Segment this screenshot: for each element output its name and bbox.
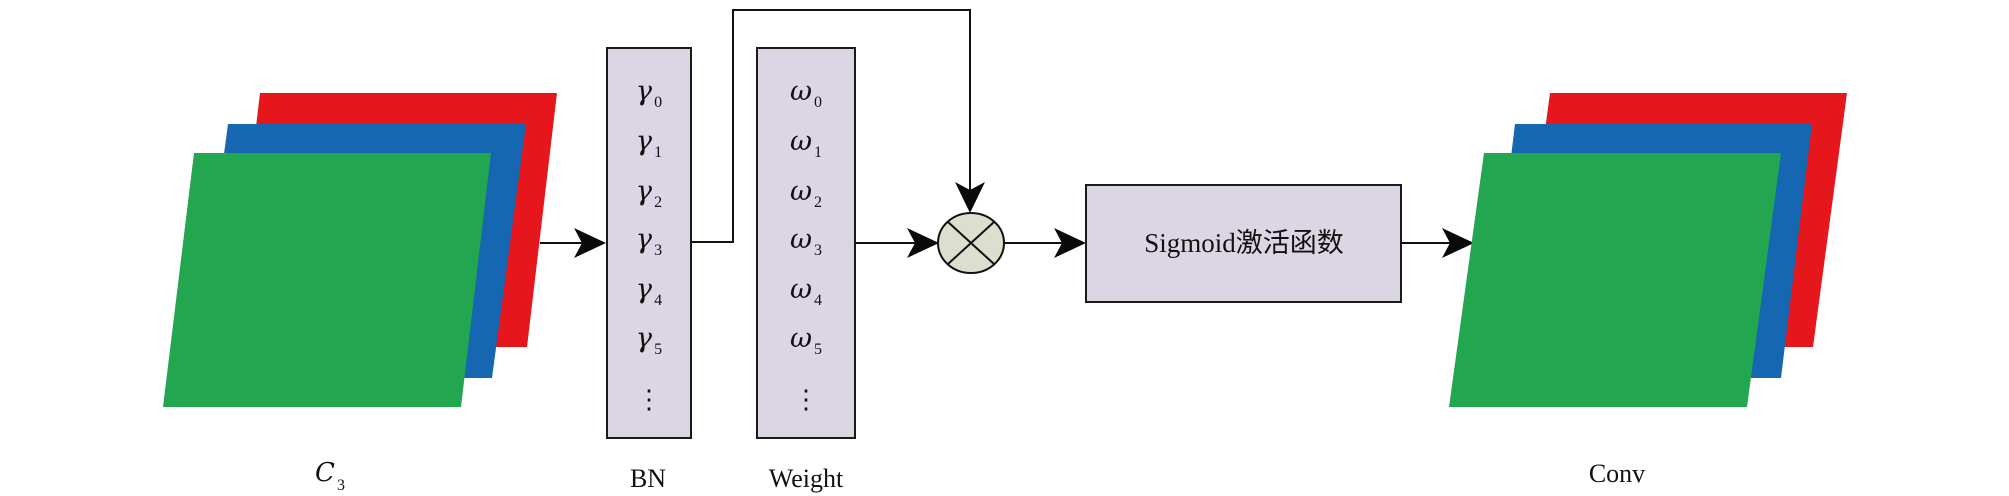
output-stack-label: Conv (1589, 459, 1645, 488)
bn-item-symbol: γ (636, 76, 653, 107)
bn-item-symbol: γ (636, 224, 653, 255)
bn-item-symbol: γ (636, 323, 653, 354)
input-layer-green (163, 153, 491, 407)
sigmoid-label: Sigmoid激活函数 (1144, 228, 1344, 258)
weight-item-symbol: ω (790, 76, 812, 107)
multiply-node (937, 212, 1005, 274)
weight-item-subscript: 4 (814, 292, 822, 309)
skip-connection-bn-to-multiply (691, 9, 985, 243)
bn-item-subscript: 3 (654, 242, 662, 259)
sigmoid-activation-block: Sigmoid激活函数 (1085, 184, 1402, 303)
arrowhead-icon (955, 182, 985, 213)
input-stack-label-subscript: 3 (337, 477, 345, 494)
weight-item-subscript: 5 (814, 341, 822, 358)
arrowhead-icon (574, 228, 606, 258)
arrow-input-to-bn (540, 228, 606, 258)
bn-label: BN (630, 464, 666, 493)
bn-ellipsis: ⋮ (636, 385, 662, 414)
weight-box (756, 47, 856, 439)
weight-item-subscript: 0 (814, 94, 822, 111)
output-layer-green (1449, 153, 1781, 407)
weight-item-subscript: 3 (814, 242, 822, 259)
arrow-sigmoid-to-output (1401, 228, 1474, 258)
arrow-multiply-to-sigmoid (1004, 228, 1086, 258)
bn-item-subscript: 0 (654, 94, 662, 111)
weight-ellipsis: ⋮ (793, 385, 819, 414)
bn-item-subscript: 4 (654, 292, 662, 309)
weight-item-symbol: ω (790, 274, 812, 305)
output-feature-stack (1449, 93, 1847, 407)
bn-item-subscript: 1 (654, 144, 662, 161)
arrowhead-icon (1054, 228, 1086, 258)
bn-box (606, 47, 692, 439)
sigmoid-box (1085, 184, 1402, 303)
arrowhead-icon (1442, 228, 1474, 258)
weight-item-symbol: ω (790, 126, 812, 157)
arrowhead-icon (907, 228, 939, 258)
arrow-weight-to-multiply (855, 228, 939, 258)
bn-item-symbol: γ (636, 126, 653, 157)
weight-label: Weight (769, 464, 844, 493)
weight-item-subscript: 2 (814, 194, 822, 211)
weight-item-subscript: 1 (814, 144, 822, 161)
input-feature-stack (163, 93, 557, 407)
bn-item-symbol: γ (636, 274, 653, 305)
weight-item-symbol: ω (790, 224, 812, 255)
weight-item-symbol: ω (790, 323, 812, 354)
bn-item-subscript: 5 (654, 341, 662, 358)
bn-item-symbol: γ (636, 176, 653, 207)
bn-item-subscript: 2 (654, 194, 662, 211)
weight-item-symbol: ω (790, 176, 812, 207)
